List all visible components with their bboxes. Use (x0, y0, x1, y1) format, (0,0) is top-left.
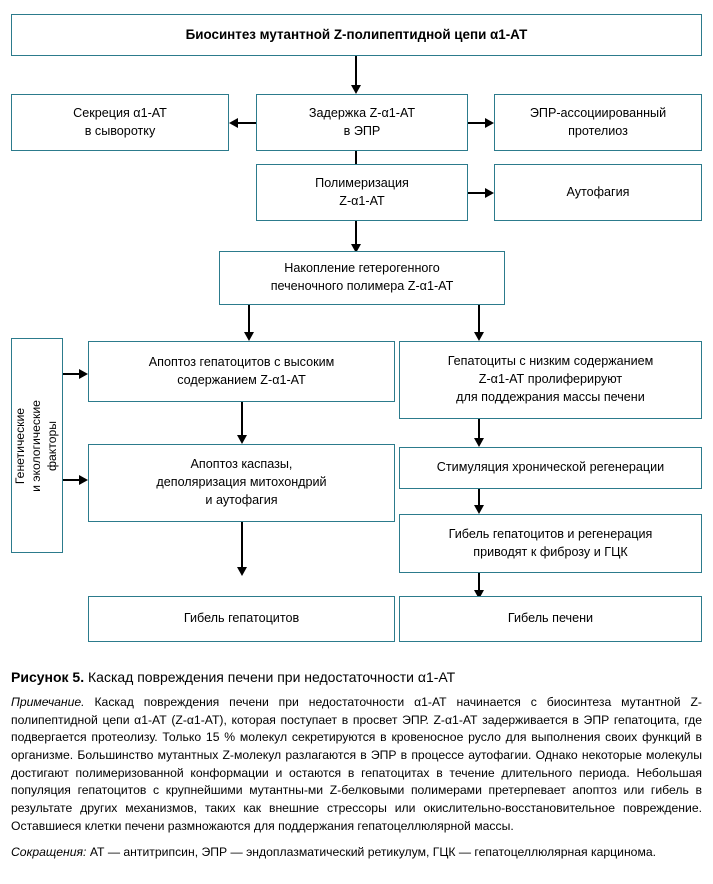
node-retention-line2: в ЭПР (343, 123, 381, 138)
figure-caption-block: Рисунок 5. Каскад повреждения печени при… (11, 668, 702, 862)
node-apoptosis-high: Апоптоз гепатоцитов с высоким содержание… (88, 341, 395, 402)
node-hepatocytes-low-line2: Z-α1-АТ пролиферируют (478, 372, 623, 387)
node-caspase-apoptosis-line2: деполяризация митохондрий (156, 475, 327, 490)
arrow-polymerization-to-autophagy (468, 182, 494, 204)
node-retention-line1: Задержка Z-α1-АТ (308, 105, 416, 120)
node-apoptosis-high-line2: содержанием Z-α1-АТ (177, 372, 306, 387)
arrow-retention-to-er-proteolysis (468, 112, 494, 134)
node-secretion-line2: в сыворотку (84, 123, 156, 138)
node-accumulation-line2: печеночного полимера Z-α1-АТ (270, 279, 454, 293)
figure-note-label: Примечание. (11, 694, 85, 709)
node-caspase-apoptosis: Апоптоз каспазы, деполяризация митохондр… (88, 444, 395, 522)
arrow-biosynthesis-to-retention (346, 56, 366, 94)
node-biosynthesis-line1: Биосинтез мутантной Z-полипептидной цепи… (185, 27, 528, 43)
node-accumulation-line1: Накопление гетерогенного (284, 261, 440, 276)
arrow-polymerization-to-accumulation (346, 221, 366, 253)
figure-note-text: Каскад повреждения печени при недостаточ… (11, 694, 702, 833)
node-hepatocytes-low-line1: Гепатоциты с низким содержанием (447, 354, 654, 369)
node-retention: Задержка Z-α1-АТ в ЭПР (256, 94, 468, 151)
arrow-apoptosis-high-to-caspase (232, 402, 252, 444)
node-polymerization-line2: Z-α1-АТ (339, 193, 385, 208)
node-hepatocytes-low-line3: для поддежрания массы печени (456, 389, 645, 404)
arrow-accumulation-to-hepatocytes-low (469, 305, 489, 341)
node-fibrosis-hcc-line1: Гибель гепатоцитов и регенерация (448, 526, 653, 541)
node-autophagy-line1: Аутофагия (566, 184, 630, 199)
arrow-retention-to-secretion (229, 112, 256, 134)
node-hepatocyte-death-line1: Гибель гепатоцитов (183, 611, 300, 626)
figure-title: Рисунок 5. Каскад повреждения печени при… (11, 668, 702, 687)
figure-title-prefix: Рисунок 5. (11, 669, 85, 685)
arrow-factors-to-apoptosis-high (63, 363, 88, 385)
node-polymerization: Полимеризация Z-α1-АТ (256, 164, 468, 221)
node-polymerization-line1: Полимеризация (315, 175, 409, 190)
node-hepatocytes-low: Гепатоциты с низким содержанием Z-α1-АТ … (399, 341, 702, 419)
node-biosynthesis: Биосинтез мутантной Z-полипептидной цепи… (11, 14, 702, 56)
arrow-factors-to-caspase-apoptosis (63, 469, 88, 491)
node-genetic-environmental-factors: Генетические и экологические факторы (11, 338, 63, 553)
figure-abbreviations: Сокращения: АТ — антитрипсин, ЭПР — эндо… (11, 844, 702, 862)
arrow-caspase-to-hepatocyte-death (232, 522, 252, 576)
node-chronic-regeneration: Стимуляция хронической регенерации (399, 447, 702, 489)
arrow-accumulation-to-apoptosis-high (239, 305, 259, 341)
node-caspase-apoptosis-line3: и аутофагия (205, 492, 278, 507)
node-genetic-factors-text: Генетические и экологические факторы (13, 400, 61, 492)
node-accumulation: Накопление гетерогенного печеночного пол… (219, 251, 505, 305)
figure-abbr-text: АТ — антитрипсин, ЭПР — эндоплазматическ… (86, 845, 657, 860)
node-er-proteolysis-line1: ЭПР-ассоциированный (529, 105, 667, 120)
flowchart-diagram: Биосинтез мутантной Z-полипептидной цепи… (11, 14, 702, 642)
node-genetic-factors-line2: и экологические (29, 399, 44, 492)
node-genetic-factors-line3: факторы (44, 420, 59, 471)
figure-abbr-label: Сокращения: (11, 845, 87, 860)
node-fibrosis-hcc-line2: приводят к фиброзу и ГЦК (473, 544, 628, 559)
node-liver-death-line1: Гибель печени (507, 611, 594, 626)
figure-title-text: Каскад повреждения печени при недостаточ… (84, 669, 456, 685)
node-autophagy: Аутофагия (494, 164, 702, 221)
node-er-proteolysis-line2: протелиоз (568, 123, 628, 138)
node-secretion: Секреция α1-АТ в сыворотку (11, 94, 229, 151)
figure-note: Примечание. Каскад повреждения печени пр… (11, 694, 702, 836)
node-liver-death: Гибель печени (399, 596, 702, 642)
arrow-hepatocytes-low-to-chronic-regeneration (469, 419, 489, 447)
node-secretion-line1: Секреция α1-АТ (73, 105, 167, 120)
arrow-chronic-regeneration-to-fibrosis (469, 489, 489, 514)
node-chronic-regeneration-line1: Стимуляция хронической регенерации (436, 460, 665, 475)
node-caspase-apoptosis-line1: Апоптоз каспазы, (190, 457, 293, 472)
node-er-proteolysis: ЭПР-ассоциированный протелиоз (494, 94, 702, 151)
node-apoptosis-high-line1: Апоптоз гепатоцитов с высоким (148, 354, 335, 369)
node-fibrosis-hcc: Гибель гепатоцитов и регенерация приводя… (399, 514, 702, 573)
node-hepatocyte-death: Гибель гепатоцитов (88, 596, 395, 642)
node-genetic-factors-line1: Генетические (13, 407, 28, 484)
